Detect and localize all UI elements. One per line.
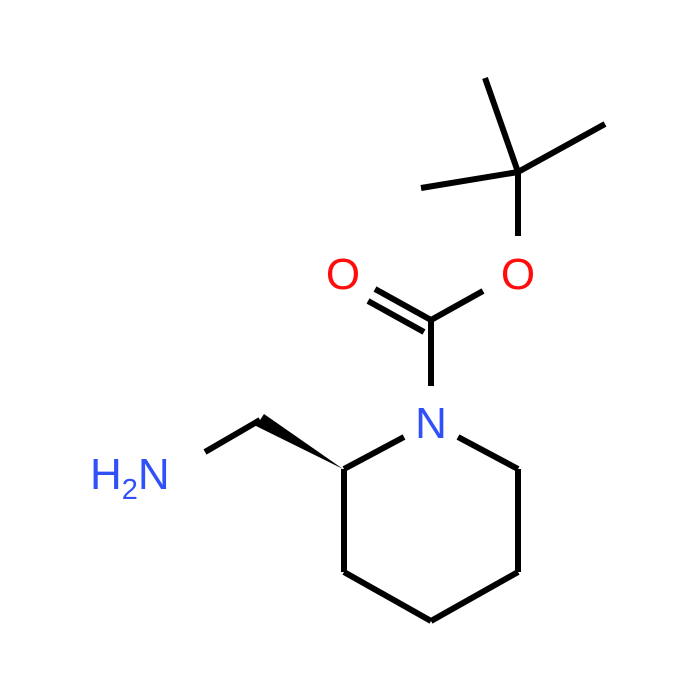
bond-carbonyl-double-a <box>373 286 433 323</box>
bond-ester-oxygen-carbonyl <box>429 288 485 323</box>
bond-ch2-amine <box>203 417 262 455</box>
bond-ring-c5-c4 <box>429 569 520 624</box>
amine-label: H2N <box>90 450 170 506</box>
ester-oxygen-label: O <box>501 250 535 299</box>
wedge-bond <box>256 414 343 469</box>
bond-ring-n-c6 <box>456 434 520 472</box>
bond-ring-c2-n <box>342 434 406 472</box>
bond-tbu-methyl-top <box>482 77 521 173</box>
amine-subscript: 2 <box>122 474 138 506</box>
carbonyl-oxygen-label: O <box>326 250 360 299</box>
amine-nitrogen: N <box>138 450 170 499</box>
bond-tbu-methyl-right <box>516 121 607 175</box>
bond-tbu-methyl-left <box>420 169 519 191</box>
amine-hydrogen: H <box>90 450 122 499</box>
ring-nitrogen-label: N <box>415 399 447 448</box>
bond-ring-c4-c3 <box>342 569 433 624</box>
bond-carbonyl-double-b <box>366 298 426 335</box>
